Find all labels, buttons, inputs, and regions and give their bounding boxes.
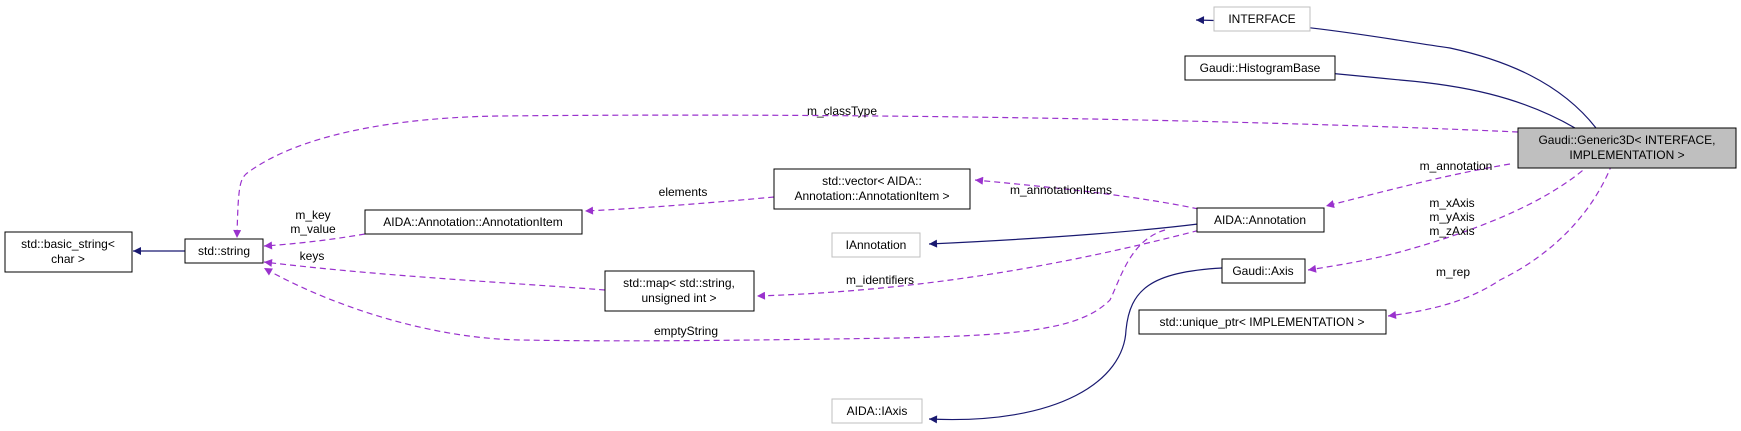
edge-label-m-yaxis: m_yAxis: [1429, 210, 1474, 224]
node-histogram-base-label: Gaudi::HistogramBase: [1200, 61, 1321, 75]
node-std-map-label-line2: unsigned int >: [641, 291, 716, 305]
edge-label-m-xaxis: m_xAxis: [1429, 196, 1474, 210]
edge-m-annotation: [1325, 163, 1511, 208]
node-interface-label: INTERFACE: [1228, 12, 1295, 26]
edge-emptystring: [263, 229, 1166, 342]
node-generic3d[interactable]: Gaudi::Generic3D< INTERFACE, IMPLEMENTAT…: [1517, 127, 1737, 169]
node-basic-string-label-line2: char >: [51, 252, 85, 266]
node-aida-annotation[interactable]: AIDA::Annotation: [1196, 207, 1325, 233]
node-iannotation-label: IAnnotation: [846, 238, 907, 252]
edge-label-m-rep: m_rep: [1436, 265, 1470, 279]
node-gaudi-axis-label: Gaudi::Axis: [1232, 264, 1293, 278]
node-aida-iaxis-label: AIDA::IAxis: [847, 404, 908, 418]
edge-m-rep: [1387, 163, 1613, 319]
node-std-string-label: std::string: [198, 244, 250, 258]
node-basic-string[interactable]: std::basic_string< char >: [4, 231, 133, 273]
node-generic3d-label-line1: Gaudi::Generic3D< INTERFACE,: [1538, 133, 1715, 147]
edge-m-key-value: [263, 233, 366, 250]
node-generic3d-label-line2: IMPLEMENTATION >: [1569, 148, 1684, 162]
node-annotation-item[interactable]: AIDA::Annotation::AnnotationItem: [364, 209, 583, 235]
edge-label-emptystring: emptyString: [654, 324, 718, 338]
edge-label-m-annotation: m_annotation: [1420, 159, 1493, 173]
edge-label-elements: elements: [659, 185, 708, 199]
node-unique-ptr-label: std::unique_ptr< IMPLEMENTATION >: [1160, 315, 1365, 329]
node-histogram-base[interactable]: Gaudi::HistogramBase: [1184, 55, 1336, 81]
edge-m-axes: [1307, 163, 1591, 273]
node-iannotation[interactable]: IAnnotation: [831, 232, 921, 258]
node-aida-annotation-label: AIDA::Annotation: [1214, 213, 1306, 227]
edge-elements: [584, 196, 775, 215]
edge-label-m-identifiers: m_identifiers: [846, 273, 914, 287]
node-std-vector-label-line2: Annotation::AnnotationItem >: [794, 189, 949, 203]
node-aida-iaxis[interactable]: AIDA::IAxis: [831, 398, 923, 424]
edge-label-m-classtype: m_classType: [807, 104, 877, 118]
node-std-vector[interactable]: std::vector< AIDA:: Annotation::Annotati…: [773, 168, 971, 210]
edge-annotation-to-iannotation: [928, 223, 1199, 248]
node-unique-ptr[interactable]: std::unique_ptr< IMPLEMENTATION >: [1138, 309, 1387, 335]
edge-label-keys: keys: [300, 249, 325, 263]
edge-m-annotationitems: [974, 176, 1209, 212]
edge-m-identifiers: [756, 227, 1209, 300]
node-std-map[interactable]: std::map< std::string, unsigned int >: [604, 270, 755, 312]
edge-label-m-zaxis: m_zAxis: [1429, 224, 1474, 238]
edge-label-m-key: m_key: [295, 208, 330, 222]
edge-m-classtype: [233, 114, 1519, 239]
edge-keys: [263, 258, 606, 291]
node-annotation-item-label: AIDA::Annotation::AnnotationItem: [383, 215, 562, 229]
edge-label-m-annotationitems: m_annotationItems: [1010, 183, 1112, 197]
node-std-string[interactable]: std::string: [184, 238, 264, 264]
node-interface[interactable]: INTERFACE: [1213, 6, 1311, 32]
node-std-map-label-line1: std::map< std::string,: [623, 276, 735, 290]
node-basic-string-label-line1: std::basic_string<: [21, 237, 115, 251]
node-gaudi-axis[interactable]: Gaudi::Axis: [1221, 258, 1306, 284]
node-std-vector-label-line1: std::vector< AIDA::: [822, 174, 922, 188]
edge-gaudiaxis-to-iaxis: [928, 267, 1223, 424]
edge-label-m-value: m_value: [290, 222, 336, 236]
